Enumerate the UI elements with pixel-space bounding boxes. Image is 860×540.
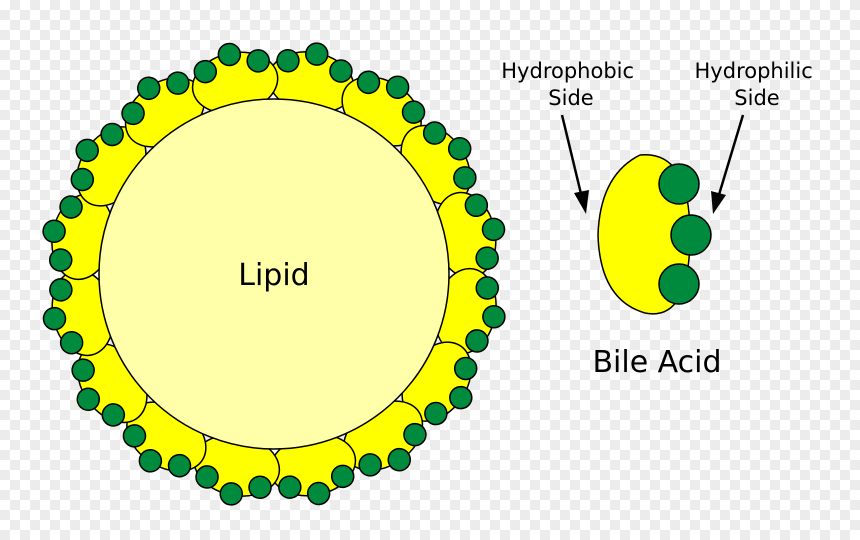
micelle-hydrophilic-group xyxy=(330,464,355,489)
hydrophobic-arrow xyxy=(560,114,589,214)
micelle-hydrophilic-group xyxy=(358,453,382,477)
micelle-hydrophilic-group xyxy=(76,387,101,412)
micelle-hydrophilic-group xyxy=(276,48,300,73)
lipid-label: Lipid xyxy=(238,258,309,293)
bile-acid-hydrophilic-group xyxy=(670,214,712,256)
micelle-bile-acid xyxy=(267,42,355,114)
micelle-hydrophilic-group xyxy=(166,71,190,95)
micelle-hydrophilic-group xyxy=(385,75,410,99)
micelle-hydrophilic-group xyxy=(193,59,218,84)
micelle-bile-acid xyxy=(191,42,279,115)
micelle-hydrophilic-group xyxy=(248,475,272,500)
micelle-hydrophilic-group xyxy=(42,219,66,244)
bile-acid-label: Bile Acid xyxy=(592,345,721,380)
micelle-hydrophilic-group xyxy=(42,306,67,331)
micelle-hydrophilic-group xyxy=(219,482,244,506)
hydrophilic-arrow xyxy=(711,114,745,214)
micelle-hydrophilic-group xyxy=(329,59,353,83)
micelle-hydrophilic-group xyxy=(121,101,145,126)
micelle-hydrophilic-group xyxy=(122,424,147,448)
micelle-hydrophilic-group xyxy=(387,447,412,472)
micelle-bile-acid xyxy=(42,269,115,357)
micelle-hydrophilic-group xyxy=(101,403,126,427)
micelle-bile-acid xyxy=(193,434,281,506)
micelle-hydrophilic-group xyxy=(422,121,447,145)
bile-acid-hydrophilic-group xyxy=(658,263,700,305)
hydrophilic-side-label: Hydrophilic Side xyxy=(695,59,820,110)
micelle-hydrophilic-group xyxy=(195,465,219,489)
micelle-hydrophilic-group xyxy=(71,358,95,382)
bile-acid-molecule xyxy=(597,154,712,315)
micelle-hydrophilic-group xyxy=(59,330,84,355)
micelle-hydrophilic-group xyxy=(246,49,270,73)
micelle-hydrophilic-group xyxy=(70,167,95,192)
micelle-hydrophilic-group xyxy=(278,475,302,499)
micelle-hydrophilic-group xyxy=(481,217,506,242)
bile-acid-hydrophilic-group xyxy=(658,163,700,205)
micelle-hydrophilic-group xyxy=(306,481,331,506)
micelle-hydrophilic-group xyxy=(475,246,499,270)
lipid-core xyxy=(98,98,450,450)
hydrophobic-side-label: Hydrophobic Side xyxy=(501,59,640,110)
micelle-hydrophilic-group xyxy=(136,76,161,101)
micelle-bile-acid xyxy=(269,433,357,506)
micelle-hydrophilic-group xyxy=(482,304,506,329)
micelle-hydrophilic-group xyxy=(304,42,329,66)
micelle-hydrophilic-group xyxy=(475,276,500,300)
micelle-hydrophilic-group xyxy=(403,422,427,447)
micelle-hydrophilic-group xyxy=(424,401,448,426)
micelle-bile-acid xyxy=(434,267,506,355)
micelle-hydrophilic-group xyxy=(356,70,381,95)
micelle-hydrophilic-group xyxy=(401,100,426,124)
micelle-hydrophilic-group xyxy=(75,138,99,163)
micelle-hydrophilic-group xyxy=(447,136,472,161)
micelle-hydrophilic-group xyxy=(464,193,489,218)
micelle-hydrophilic-group xyxy=(453,166,477,190)
micelle-hydrophilic-group xyxy=(59,195,83,219)
micelle-hydrophilic-group xyxy=(465,329,489,353)
micelle-bile-acid-ring xyxy=(42,42,506,506)
micelle-hydrophilic-group xyxy=(100,122,124,147)
micelle-hydrophilic-group xyxy=(167,453,192,478)
micelle-hydrophilic-group xyxy=(217,42,242,67)
micelle-hydrophilic-group xyxy=(138,449,163,473)
micelle-hydrophilic-group xyxy=(449,385,473,410)
micelle-bile-acid xyxy=(42,193,114,281)
micelle-hydrophilic-group xyxy=(48,248,73,272)
micelle-hydrophilic-group xyxy=(49,278,73,302)
micelle-hydrophilic-group xyxy=(453,356,478,381)
